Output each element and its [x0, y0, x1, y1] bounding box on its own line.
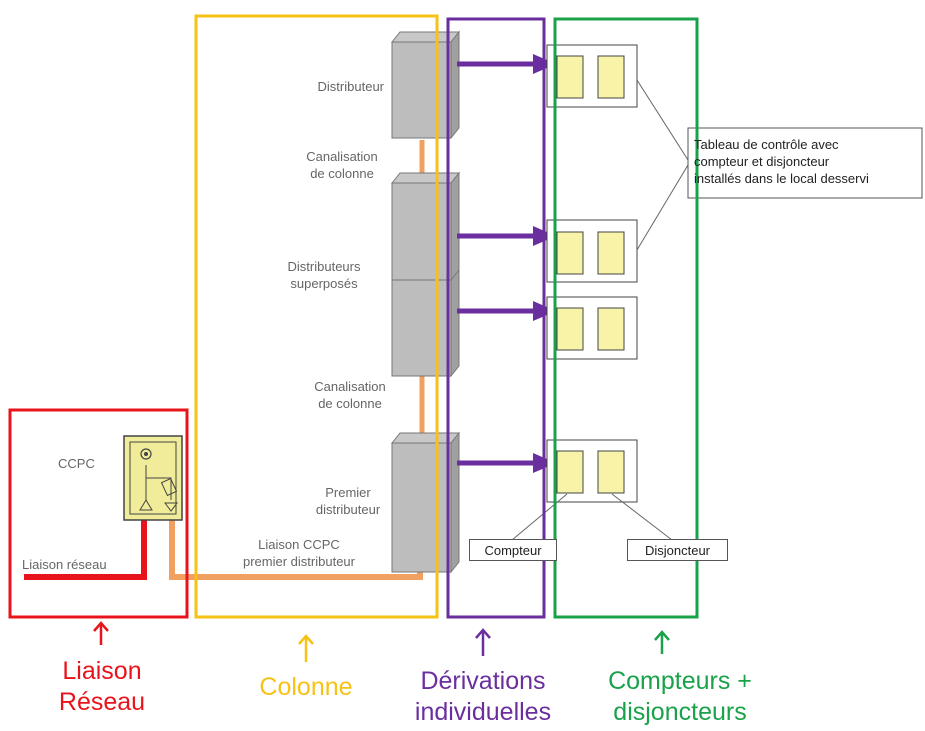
canalisation-label-2: Canalisation de colonne [314, 379, 386, 411]
leader-lines [511, 79, 689, 541]
canalisation-label-1: Canalisation de colonne [306, 149, 378, 181]
colonne-frame [194, 14, 439, 619]
meter-panel [546, 44, 638, 108]
liaison-reseau-small-label: Liaison réseau [22, 557, 107, 572]
derivations-frame [446, 17, 546, 619]
category-arrows [93, 621, 670, 662]
disjoncteur-box: Disjoncteur [627, 539, 728, 561]
liaison-reseau-frame [8, 408, 189, 619]
distributeurs-superposes-label: Distributeurs superposés [287, 259, 361, 291]
derivation-arrows [457, 54, 556, 473]
tableau-controle-box [687, 127, 923, 199]
category-colonne: Colonne [259, 673, 353, 701]
ccpc-device [123, 435, 183, 521]
meter-panel [546, 219, 638, 283]
compteurs-frame [553, 17, 699, 619]
compteur-box: Compteur [469, 539, 557, 561]
liaison-reseau-cable [24, 520, 147, 580]
meter-panel [546, 296, 638, 360]
tableau-controle-text: Tableau de contrôle avec compteur et dis… [694, 137, 869, 186]
category-derivations: Dérivations individuelles [414, 667, 552, 726]
premier-distributeur-cabinet [390, 431, 461, 574]
meter-panel [546, 439, 638, 503]
category-compteurs: Compteurs + disjoncteurs [608, 667, 752, 726]
distributeurs-superposes-cabinet [390, 171, 461, 378]
premier-distributeur-label: Premier distributeur [315, 485, 381, 517]
distributeur-cabinet [390, 30, 461, 140]
category-liaison-reseau: Liaison Réseau [58, 657, 146, 716]
liaison-ccpc-label: Liaison CCPC premier distributeur [243, 537, 355, 569]
distributeur-label: Distributeur [317, 79, 384, 94]
ccpc-label: CCPC [58, 456, 95, 471]
